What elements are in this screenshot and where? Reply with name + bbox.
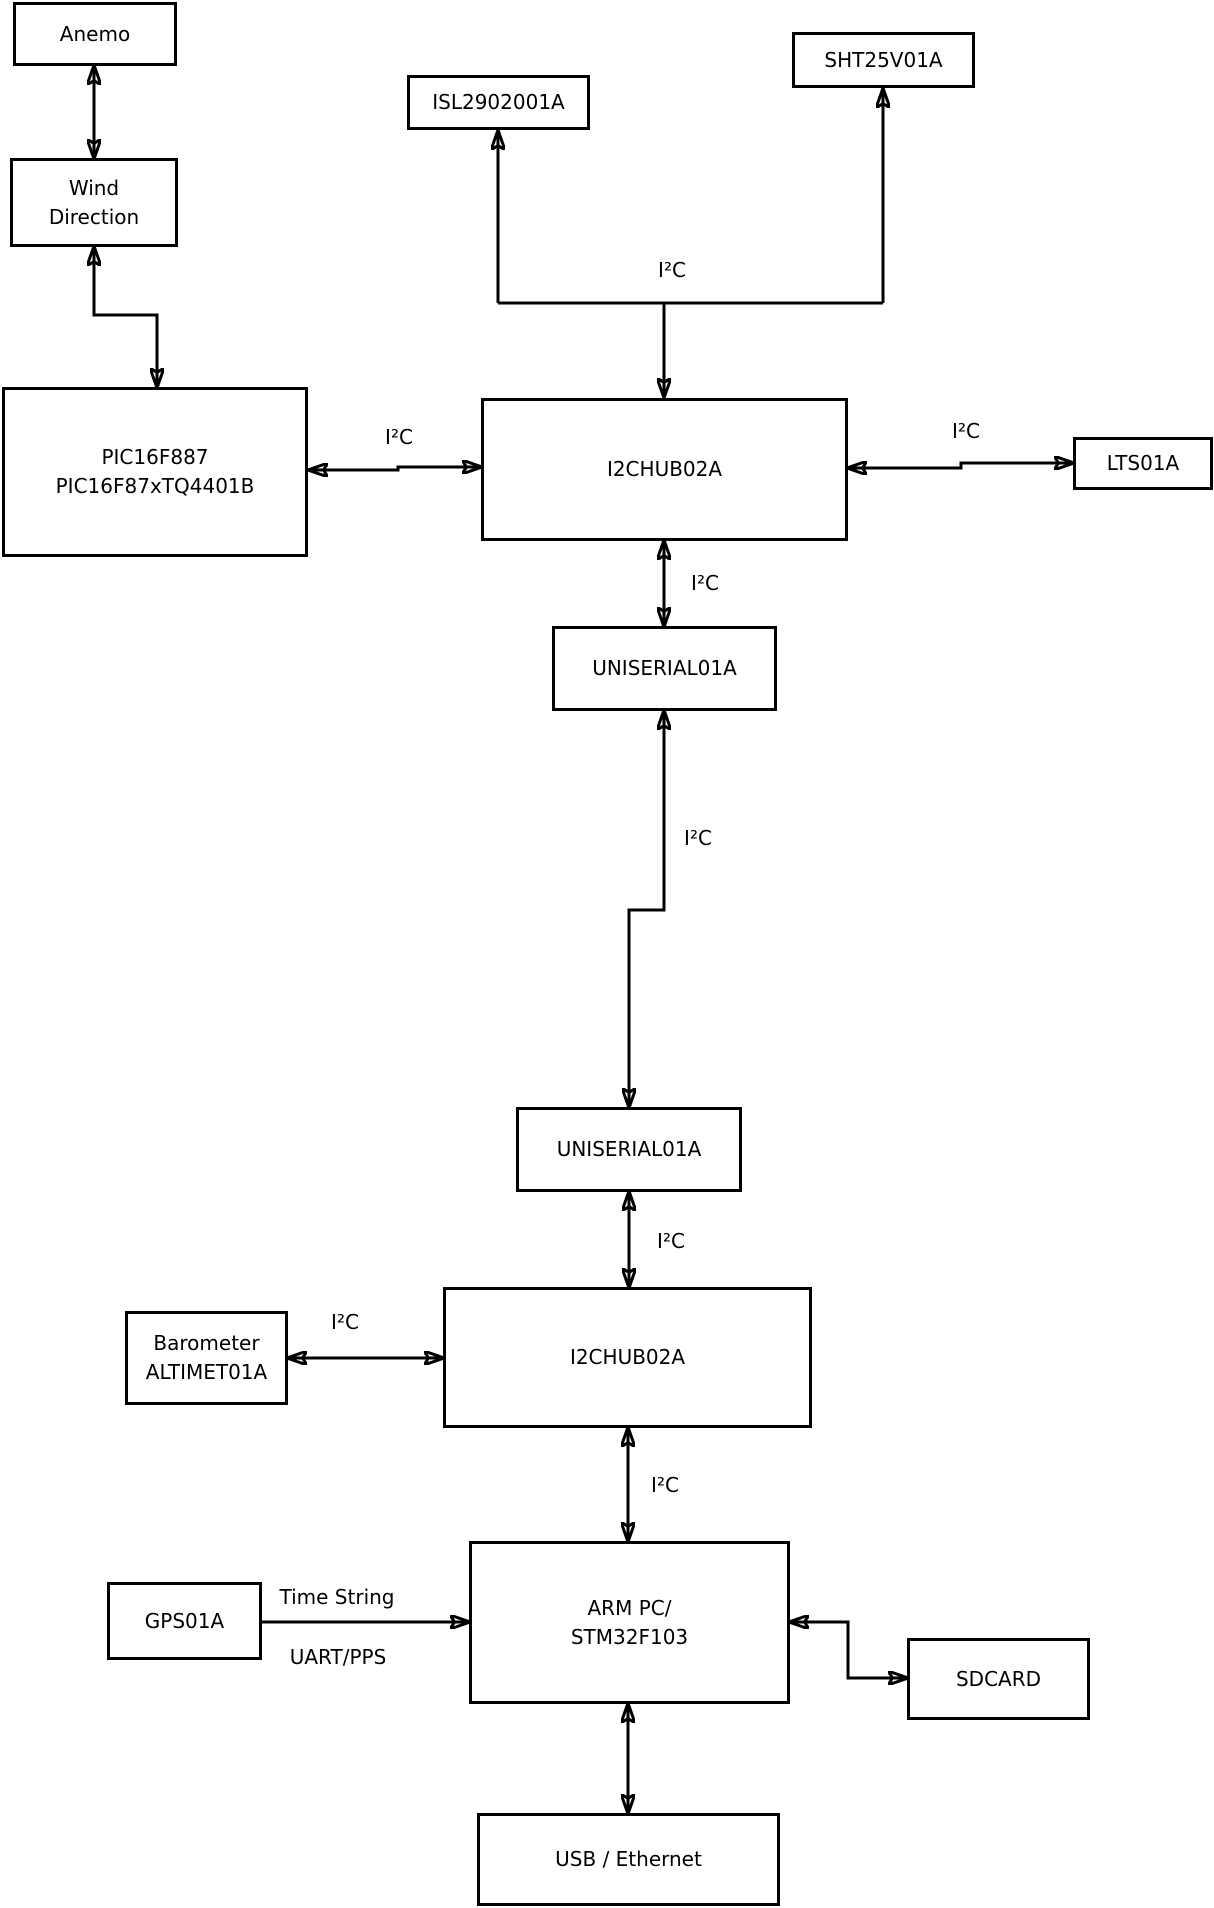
node-wind-direction-label: Wind Direction (48, 175, 140, 229)
node-pic16f887: PIC16F887 PIC16F87xTQ4401B (2, 387, 308, 557)
edge-label-i2c-uniserial2-hub2: I²C (657, 1229, 685, 1253)
node-anemo: Anemo (13, 2, 177, 66)
node-pic16f887-label: PIC16F887 PIC16F87xTQ4401B (55, 445, 255, 498)
node-arm-pc-stm32f103: ARM PC/ STM32F103 (469, 1541, 790, 1704)
edge-label-i2c-uniserial1-uniserial2: I²C (684, 826, 712, 850)
edge-arm-sdcard (790, 1622, 907, 1678)
node-lts01a: LTS01A (1073, 437, 1213, 490)
edge-uniserial1-uniserial2 (629, 711, 664, 1107)
node-sht25v01a: SHT25V01A (792, 32, 975, 88)
node-sht25v01a-label: SHT25V01A (824, 47, 943, 72)
node-sdcard: SDCARD (907, 1638, 1090, 1720)
edge-label-i2c-hub1-uniserial1: I²C (691, 571, 719, 595)
edge-label-i2c-pic: I²C (385, 425, 413, 449)
edge-label-i2c-hub2-arm: I²C (651, 1473, 679, 1497)
node-barometer-altimet01a-label: Barometer ALTIMET01A (145, 1331, 268, 1384)
edge-label-time-string: Time String (279, 1585, 395, 1609)
node-barometer-altimet01a: Barometer ALTIMET01A (125, 1311, 288, 1405)
edge-label-uart-pps: UART/PPS (289, 1645, 387, 1669)
node-gps01a: GPS01A (107, 1582, 262, 1660)
node-usb-ethernet-label: USB / Ethernet (555, 1847, 702, 1871)
node-arm-pc-stm32f103-label: ARM PC/ STM32F103 (570, 1595, 689, 1649)
node-sdcard-label: SDCARD (955, 1666, 1042, 1691)
edge-pic-hub1 (309, 467, 481, 470)
node-i2chub02a-2-label: I2CHUB02A (569, 1345, 686, 1369)
node-lts01a-label: LTS01A (1106, 451, 1180, 475)
node-usb-ethernet: USB / Ethernet (477, 1813, 780, 1906)
node-gps01a-label: GPS01A (144, 1608, 225, 1633)
node-uniserial01a-1-label: UNISERIAL01A (592, 656, 737, 680)
node-uniserial01a-2-label: UNISERIAL01A (556, 1137, 702, 1161)
node-i2chub02a-1-label: I2CHUB02A (606, 457, 723, 481)
edge-label-i2c-barometer: I²C (331, 1310, 359, 1334)
node-anemo-label: Anemo (59, 21, 131, 46)
node-i2chub02a-2: I2CHUB02A (443, 1287, 812, 1428)
edge-hub1-lts (848, 463, 1073, 468)
edge-label-i2c-lts: I²C (952, 419, 980, 443)
node-wind-direction: Wind Direction (10, 158, 178, 247)
edge-label-i2c-top: I²C (658, 258, 686, 282)
node-uniserial01a-2: UNISERIAL01A (516, 1107, 742, 1192)
node-i2chub02a-1: I2CHUB02A (481, 398, 848, 541)
edge-winddirection-pic (94, 247, 157, 387)
node-isl2902001a-label: ISL2902001A (432, 90, 565, 114)
node-uniserial01a-1: UNISERIAL01A (552, 626, 777, 711)
node-isl2902001a: ISL2902001A (407, 75, 590, 130)
